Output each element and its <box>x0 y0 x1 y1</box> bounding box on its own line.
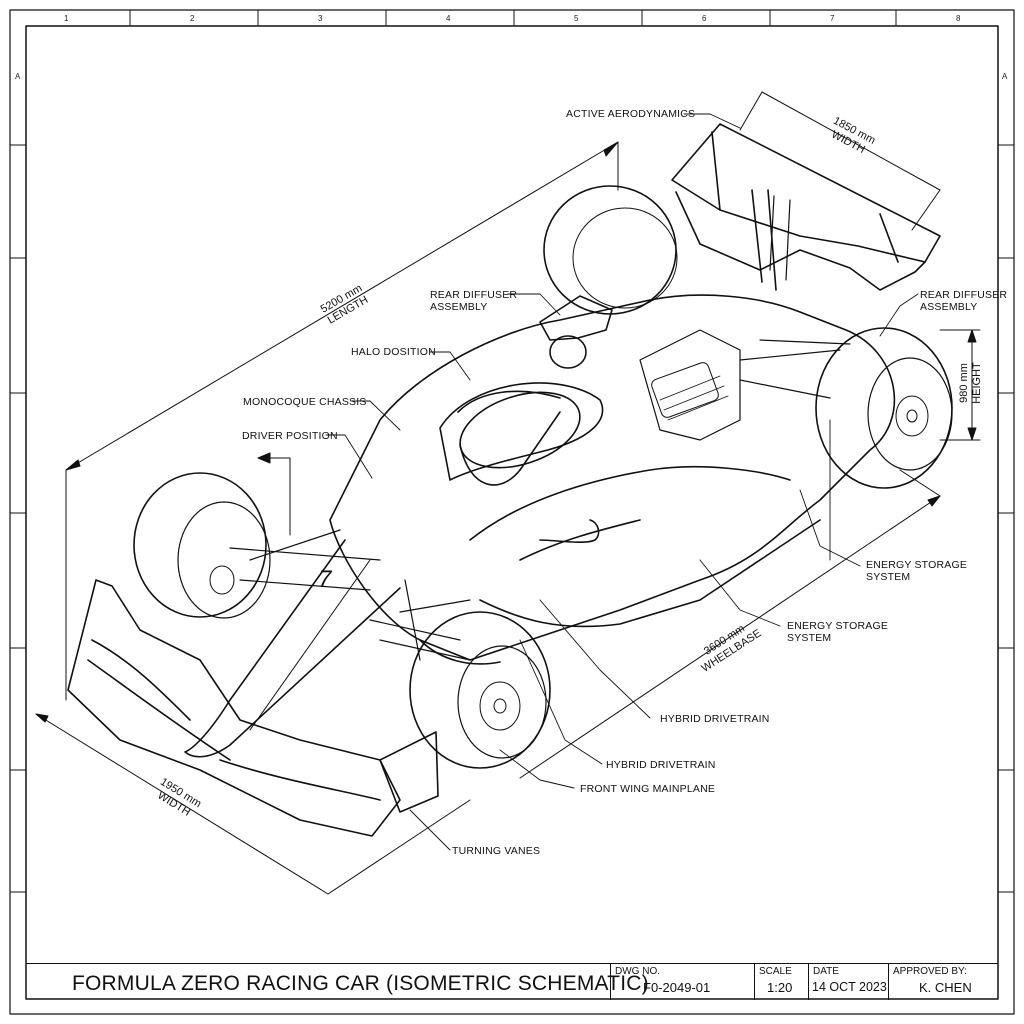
grid-col-8: 8 <box>956 14 961 23</box>
approved-cell: APPROVED BY: K. CHEN <box>888 964 998 1000</box>
grid-col-5: 5 <box>574 14 579 23</box>
scale-value: 1:20 <box>767 980 793 995</box>
dwg-number-value: F0-2049-01 <box>643 980 711 995</box>
callout-energy-storage-2: ENERGY STORAGE SYSTEM <box>787 620 889 644</box>
approved-label: APPROVED BY: <box>893 966 967 977</box>
scale-label: SCALE <box>759 966 792 977</box>
grid-ticks-side <box>9 144 1015 893</box>
approved-value: K. CHEN <box>919 980 972 995</box>
callout-halo-position: HALO DOSITION <box>351 346 436 358</box>
dwg-number-label: DWG NO. <box>615 966 660 977</box>
grid-ticks-top <box>129 9 897 27</box>
grid-col-3: 3 <box>318 14 323 23</box>
grid-row-a-right: A <box>1002 72 1008 81</box>
title-block: FORMULA ZERO RACING CAR (ISOMETRIC SCHEM… <box>26 963 998 1000</box>
grid-row-a-left: A <box>15 72 21 81</box>
callout-turning-vanes: TURNING VANES <box>452 845 541 857</box>
car-body <box>67 123 953 837</box>
grid-col-4: 4 <box>446 14 451 23</box>
callout-rear-diffuser-right: REAR DIFFUSER ASSEMBLY <box>920 289 1008 313</box>
callout-active-aerodynamics: ACTIVE AERODYNAMICS <box>566 108 696 120</box>
grid-col-6: 6 <box>702 14 707 23</box>
callout-hybrid-drivetrain-1: HYBRID DRIVETRAIN <box>660 713 770 725</box>
scale-cell: SCALE 1:20 <box>754 964 808 1000</box>
drawing-title: FORMULA ZERO RACING CAR (ISOMETRIC SCHEM… <box>72 972 649 995</box>
callout-energy-storage-1: ENERGY STORAGE SYSTEM <box>866 559 968 583</box>
callout-front-wing-mainplane: FRONT WING MAINPLANE <box>580 783 716 795</box>
grid-col-2: 2 <box>190 14 195 23</box>
callout-driver-position: DRIVER POSITION <box>242 430 338 442</box>
callout-rear-diffuser-left: REAR DIFFUSER ASSEMBLY <box>430 289 518 313</box>
date-label: DATE <box>813 966 839 977</box>
callout-monocoque-chassis: MONOCOQUE CHASSIS <box>243 396 367 408</box>
leader-lines <box>325 113 919 851</box>
grid-col-1: 1 <box>64 14 69 23</box>
dwg-number-cell: DWG NO. F0-2049-01 <box>610 964 754 1000</box>
date-cell: DATE 14 OCT 2023 <box>808 964 888 1000</box>
dimension-lines <box>35 91 981 895</box>
date-value: 14 OCT 2023 <box>812 980 887 994</box>
dimension-height: 980 mm HEIGHT <box>957 362 983 404</box>
callout-hybrid-drivetrain-2: HYBRID DRIVETRAIN <box>606 759 716 771</box>
grid-col-7: 7 <box>830 14 835 23</box>
